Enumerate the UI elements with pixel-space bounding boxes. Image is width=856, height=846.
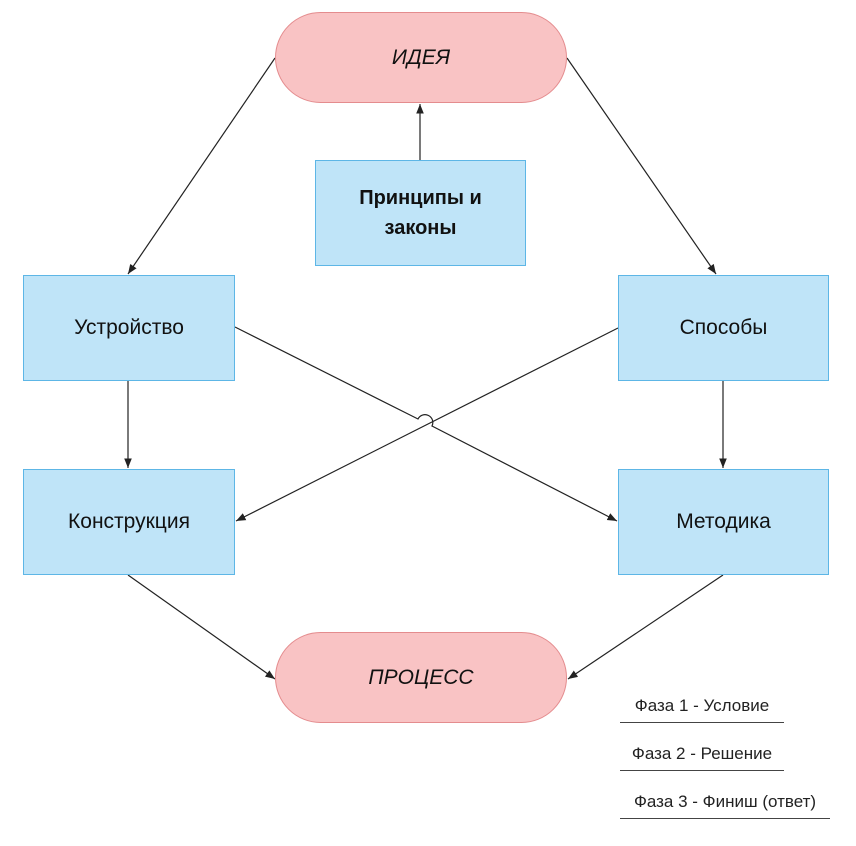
process-terminal: ПРОЦЕСС xyxy=(275,632,567,723)
arrow-idea-to-methods xyxy=(566,57,717,275)
arrow-device-to-methodology xyxy=(234,326,618,522)
legend-item-phase-3: Фаза 3 - Финиш (ответ) xyxy=(620,792,830,819)
idea-terminal: ИДЕЯ xyxy=(275,12,567,103)
legend-item-phase-2: Фаза 2 - Решение xyxy=(620,744,784,771)
construction-box: Конструкция xyxy=(23,469,235,575)
methods-label: Способы xyxy=(679,316,768,339)
methodology-label: Методика xyxy=(676,510,771,533)
device-box: Устройство xyxy=(23,275,235,381)
idea-label: ИДЕЯ xyxy=(391,45,451,69)
device-label: Устройство xyxy=(74,316,184,339)
arrow-methods-to-construction xyxy=(235,327,619,522)
process-label: ПРОЦЕСС xyxy=(368,665,474,689)
legend-item-phase-1: Фаза 1 - Условие xyxy=(620,696,784,723)
principles-label: Принципы и законы xyxy=(359,187,482,239)
arrow-methodology-to-process xyxy=(567,574,724,680)
principles-box: Принципы и законы xyxy=(315,160,526,266)
methods-box: Способы xyxy=(618,275,829,381)
construction-label: Конструкция xyxy=(68,510,190,533)
methodology-box: Методика xyxy=(618,469,829,575)
arrow-construction-to-process xyxy=(127,574,276,680)
arrow-idea-to-device xyxy=(127,57,276,275)
